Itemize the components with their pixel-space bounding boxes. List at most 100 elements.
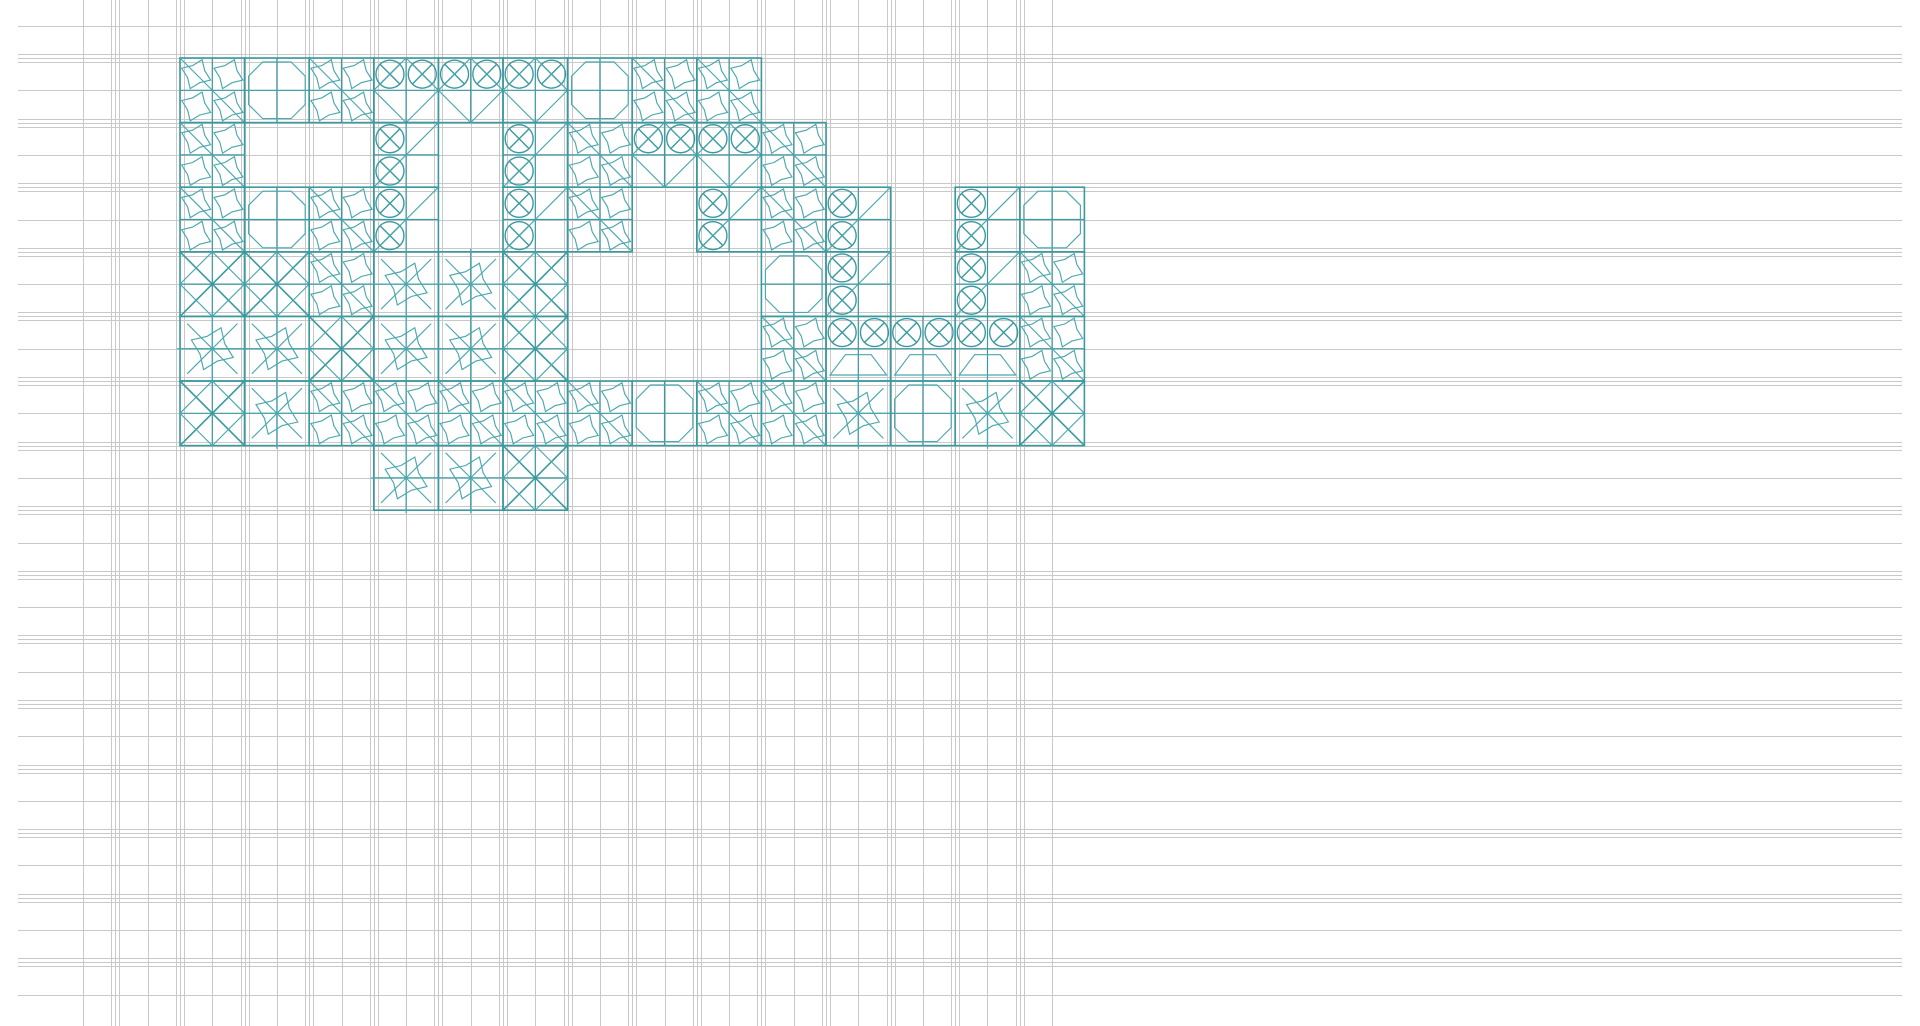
star-shape <box>342 220 374 252</box>
star-shape <box>309 284 341 316</box>
star-shape <box>794 155 826 187</box>
tile-diagonal <box>179 251 246 317</box>
diamond-shape <box>502 444 569 512</box>
burst-ray <box>276 387 303 414</box>
burst-ray <box>380 258 407 285</box>
tile-diagonal <box>502 251 569 317</box>
rosette-circle <box>536 59 567 89</box>
rosette-spoke <box>379 138 391 150</box>
star-shape <box>794 349 826 381</box>
tile-diagonal <box>373 380 439 447</box>
rosette-spoke <box>831 257 843 269</box>
star-shape <box>255 326 299 371</box>
star-shape <box>600 187 632 219</box>
tile-diagonal <box>308 315 375 382</box>
burst-ray <box>832 412 859 439</box>
tile-diagonal <box>502 315 569 382</box>
star-shape <box>439 381 470 413</box>
tile-diagonal <box>696 57 762 124</box>
rosette-circle <box>698 124 728 154</box>
tile-diagonal <box>760 122 827 188</box>
rosette-spoke <box>518 170 530 182</box>
star-shape <box>729 414 761 445</box>
star-shape <box>213 220 244 252</box>
tile-diagonal <box>179 186 246 253</box>
rosette-spoke <box>841 299 853 311</box>
star-shape <box>568 414 600 445</box>
rosette-circle <box>859 317 890 348</box>
star-shape <box>794 220 826 252</box>
burst-ray <box>380 477 407 504</box>
tile-diagonal <box>308 186 375 253</box>
rosette-circle <box>375 59 405 89</box>
burst-ray <box>276 412 303 439</box>
star-shape <box>255 391 299 436</box>
burst-ray <box>380 283 407 310</box>
pattern-tile-stars <box>502 380 569 447</box>
pattern-tile-burst <box>952 377 1023 449</box>
star-shape <box>697 381 729 413</box>
rosette-spoke <box>518 138 530 150</box>
rosette-spoke <box>841 322 853 334</box>
rosette-spoke <box>550 63 562 75</box>
star-shape <box>439 414 470 445</box>
rosette-spoke <box>993 332 1005 343</box>
rosette-spoke <box>831 225 843 237</box>
star-shape <box>342 252 374 284</box>
rosette-circle <box>892 317 922 348</box>
burst-ray <box>405 477 432 504</box>
rosette-spoke <box>508 128 520 140</box>
rosette-spoke <box>970 257 982 269</box>
tile-diagonal <box>502 445 569 511</box>
pattern-tile-stars <box>695 380 763 447</box>
star-shape <box>406 414 438 445</box>
burst-ray <box>186 323 213 350</box>
burst-ray <box>445 283 472 310</box>
tile-diagonal <box>567 186 633 253</box>
rosette-circle <box>730 124 760 154</box>
rosette-spoke <box>831 289 843 301</box>
rosette-spoke <box>476 73 488 85</box>
rosette-spoke <box>712 235 724 246</box>
rosette-spoke <box>896 322 908 334</box>
rosette-circle <box>504 188 534 219</box>
pattern-tile-rosette-column <box>954 251 1021 318</box>
star-shape <box>180 155 212 187</box>
rosette-spoke <box>389 170 401 182</box>
burst-ray <box>211 323 238 350</box>
burst-ray <box>405 323 432 350</box>
star-shape <box>568 220 600 252</box>
star-shape <box>600 381 632 413</box>
burst-ray <box>405 283 432 310</box>
rosette-spoke <box>379 63 391 75</box>
rosette-circle <box>472 59 502 89</box>
star-shape <box>342 284 374 316</box>
rosette-spoke <box>444 63 456 75</box>
star-shape <box>794 123 826 155</box>
rosette-spoke <box>518 73 530 85</box>
tile-diagonal <box>954 251 1021 317</box>
star-shape <box>448 456 493 500</box>
star-shape <box>309 414 341 445</box>
octagon-shape <box>894 384 952 443</box>
star-shape <box>374 414 406 445</box>
rosette-spoke <box>389 128 401 140</box>
burst-ray <box>470 323 497 350</box>
pattern-tile-octagon <box>566 57 633 124</box>
star-shape <box>536 381 567 413</box>
rosette-spoke <box>508 193 520 204</box>
burst-ray <box>445 477 472 504</box>
octagon-shape <box>571 61 629 120</box>
star-shape <box>384 326 428 371</box>
rosette-circle <box>375 220 405 251</box>
star-shape <box>794 381 826 413</box>
burst-ray <box>380 348 407 375</box>
tile-diagonal <box>373 186 439 253</box>
star-shape <box>762 414 793 445</box>
star-shape <box>503 414 535 445</box>
pattern-tile-burst <box>822 377 894 449</box>
burst-ray <box>251 387 278 414</box>
rosette-spoke <box>389 235 401 246</box>
star-shape <box>213 123 244 155</box>
star-shape <box>568 381 600 413</box>
